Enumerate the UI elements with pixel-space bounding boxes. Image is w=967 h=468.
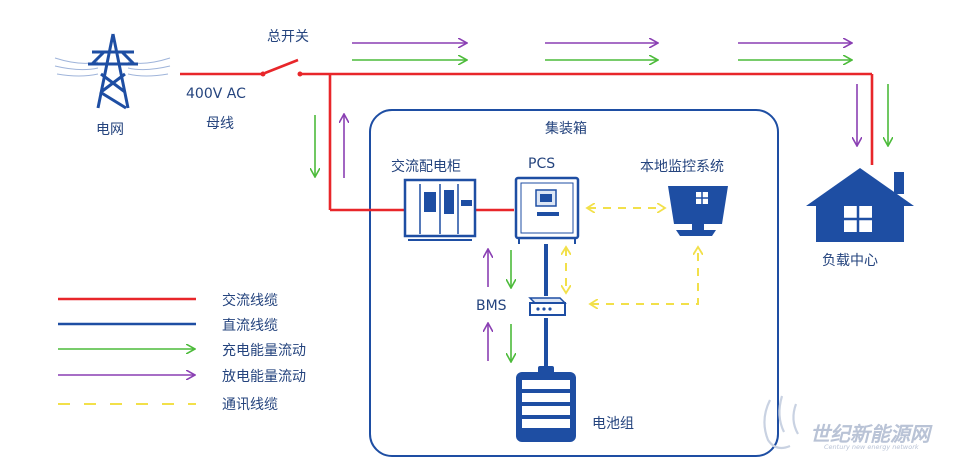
monitor-label: 本地监控系统 <box>640 159 724 175</box>
charge-flow-arrows <box>315 60 888 361</box>
legend-label-comm: 通讯线缆 <box>222 397 278 413</box>
pcs-label: PCS <box>528 156 556 172</box>
bus-voltage-label: 400V AC <box>186 86 246 102</box>
legend-label-charge: 充电能量流动 <box>222 343 306 359</box>
watermark-text: 世纪新能源网 <box>810 422 930 446</box>
watermark-subtext: Century new energy network <box>824 443 919 451</box>
legend-label-dc: 直流线缆 <box>222 318 278 334</box>
main-switch-icon <box>260 71 303 77</box>
power-tower-icon <box>54 33 171 110</box>
ac-cabinet-label: 交流配电柜 <box>391 159 461 175</box>
main-switch-label: 总开关 <box>267 29 309 45</box>
grid-label: 电网 <box>96 122 124 138</box>
load-label: 负载中心 <box>822 253 878 269</box>
legend-label-ac: 交流线缆 <box>222 293 278 309</box>
cabinet-icon <box>403 178 477 241</box>
pcs-icon <box>514 176 580 244</box>
bms-icon <box>528 297 567 316</box>
watermark-logo-icon <box>763 395 799 450</box>
comm-cable-lines <box>566 208 698 304</box>
battery-label: 电池组 <box>592 416 634 432</box>
container-label: 集装箱 <box>545 121 587 137</box>
legend-swatches <box>58 297 196 405</box>
computer-monitor-icon <box>668 186 728 236</box>
bms-label: BMS <box>476 298 507 314</box>
container-box <box>369 109 779 457</box>
bus-label: 母线 <box>206 116 234 132</box>
house-icon <box>806 168 914 242</box>
battery-icon <box>516 366 576 442</box>
discharge-flow-arrows <box>344 43 857 361</box>
ac-cable-lines <box>180 58 874 212</box>
legend-label-discharge: 放电能量流动 <box>222 369 306 385</box>
